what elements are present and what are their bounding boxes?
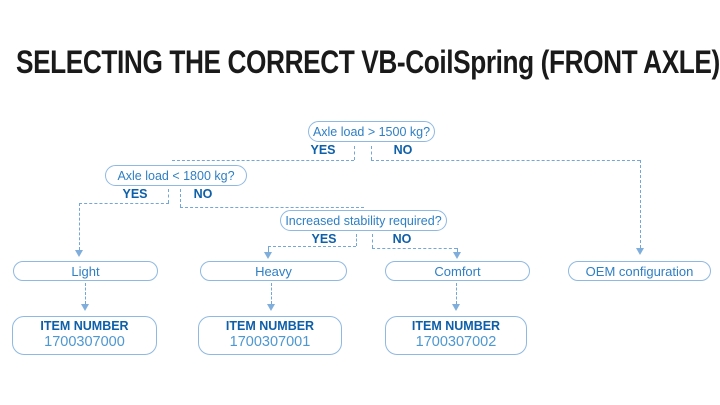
connector-line [457,248,458,252]
arrow-down-icon [453,252,461,259]
outcome-heavy-text: Heavy [255,263,292,279]
connector-line [268,246,356,247]
connector-line [356,234,357,246]
connector-line [640,160,641,248]
arrow-down-icon [81,304,89,311]
arrow-down-icon [452,304,460,311]
arrow-down-icon [267,304,275,311]
outcome-oem-configuration-text: OEM configuration [585,263,694,279]
connector-line [180,189,181,207]
decision-axle-load-1500: Axle load > 1500 kg? [308,121,435,142]
connector-line [79,203,80,250]
arrow-down-icon [75,250,83,257]
connector-line [371,146,372,160]
item-number-value: 1700307001 [229,333,311,350]
connector-line [354,146,355,160]
page-title: SELECTING THE CORRECT VB-CoilSpring (FRO… [16,44,720,80]
connector-line [168,189,169,203]
item-number-label: ITEM NUMBER [40,319,129,334]
outcome-light-text: Light [71,263,100,279]
item-number-card-light: ITEM NUMBER 1700307000 [12,316,157,355]
decision-increased-stability-text: Increased stability required? [285,213,442,228]
label-yes-decision-2: YES [122,187,148,201]
label-no-decision-3: NO [392,232,412,246]
label-no-decision-2: NO [193,187,213,201]
item-number-label: ITEM NUMBER [225,319,315,334]
label-no-decision-1: NO [393,143,413,157]
connector-line [85,283,86,304]
arrow-down-icon [636,248,644,255]
outcome-comfort: Comfort [385,261,530,281]
outcome-oem-configuration: OEM configuration [568,261,711,281]
connector-line [371,160,640,161]
outcome-heavy: Heavy [200,261,347,281]
outcome-light: Light [13,261,158,281]
item-number-card-comfort: ITEM NUMBER 1700307002 [385,316,527,355]
connector-line [79,203,169,204]
item-number-value: 1700307002 [415,333,497,350]
connector-line [456,283,457,304]
connector-line [271,283,272,304]
decision-increased-stability: Increased stability required? [280,210,447,231]
label-yes-decision-1: YES [310,143,336,157]
label-yes-decision-3: YES [311,232,337,246]
decision-axle-load-1500-text: Axle load > 1500 kg? [312,124,431,139]
connector-line [372,248,457,249]
arrow-down-icon [264,252,272,259]
item-number-card-heavy: ITEM NUMBER 1700307001 [198,316,342,355]
decision-axle-load-1800: Axle load < 1800 kg? [105,165,247,186]
connector-line [180,207,364,208]
decision-axle-load-1800-text: Axle load < 1800 kg? [117,168,235,183]
item-number-label: ITEM NUMBER [411,319,501,334]
connector-line [372,234,373,248]
connector-line [172,160,354,161]
outcome-comfort-text: Comfort [434,263,481,279]
connector-line [268,246,269,252]
item-number-value: 1700307000 [44,333,125,350]
